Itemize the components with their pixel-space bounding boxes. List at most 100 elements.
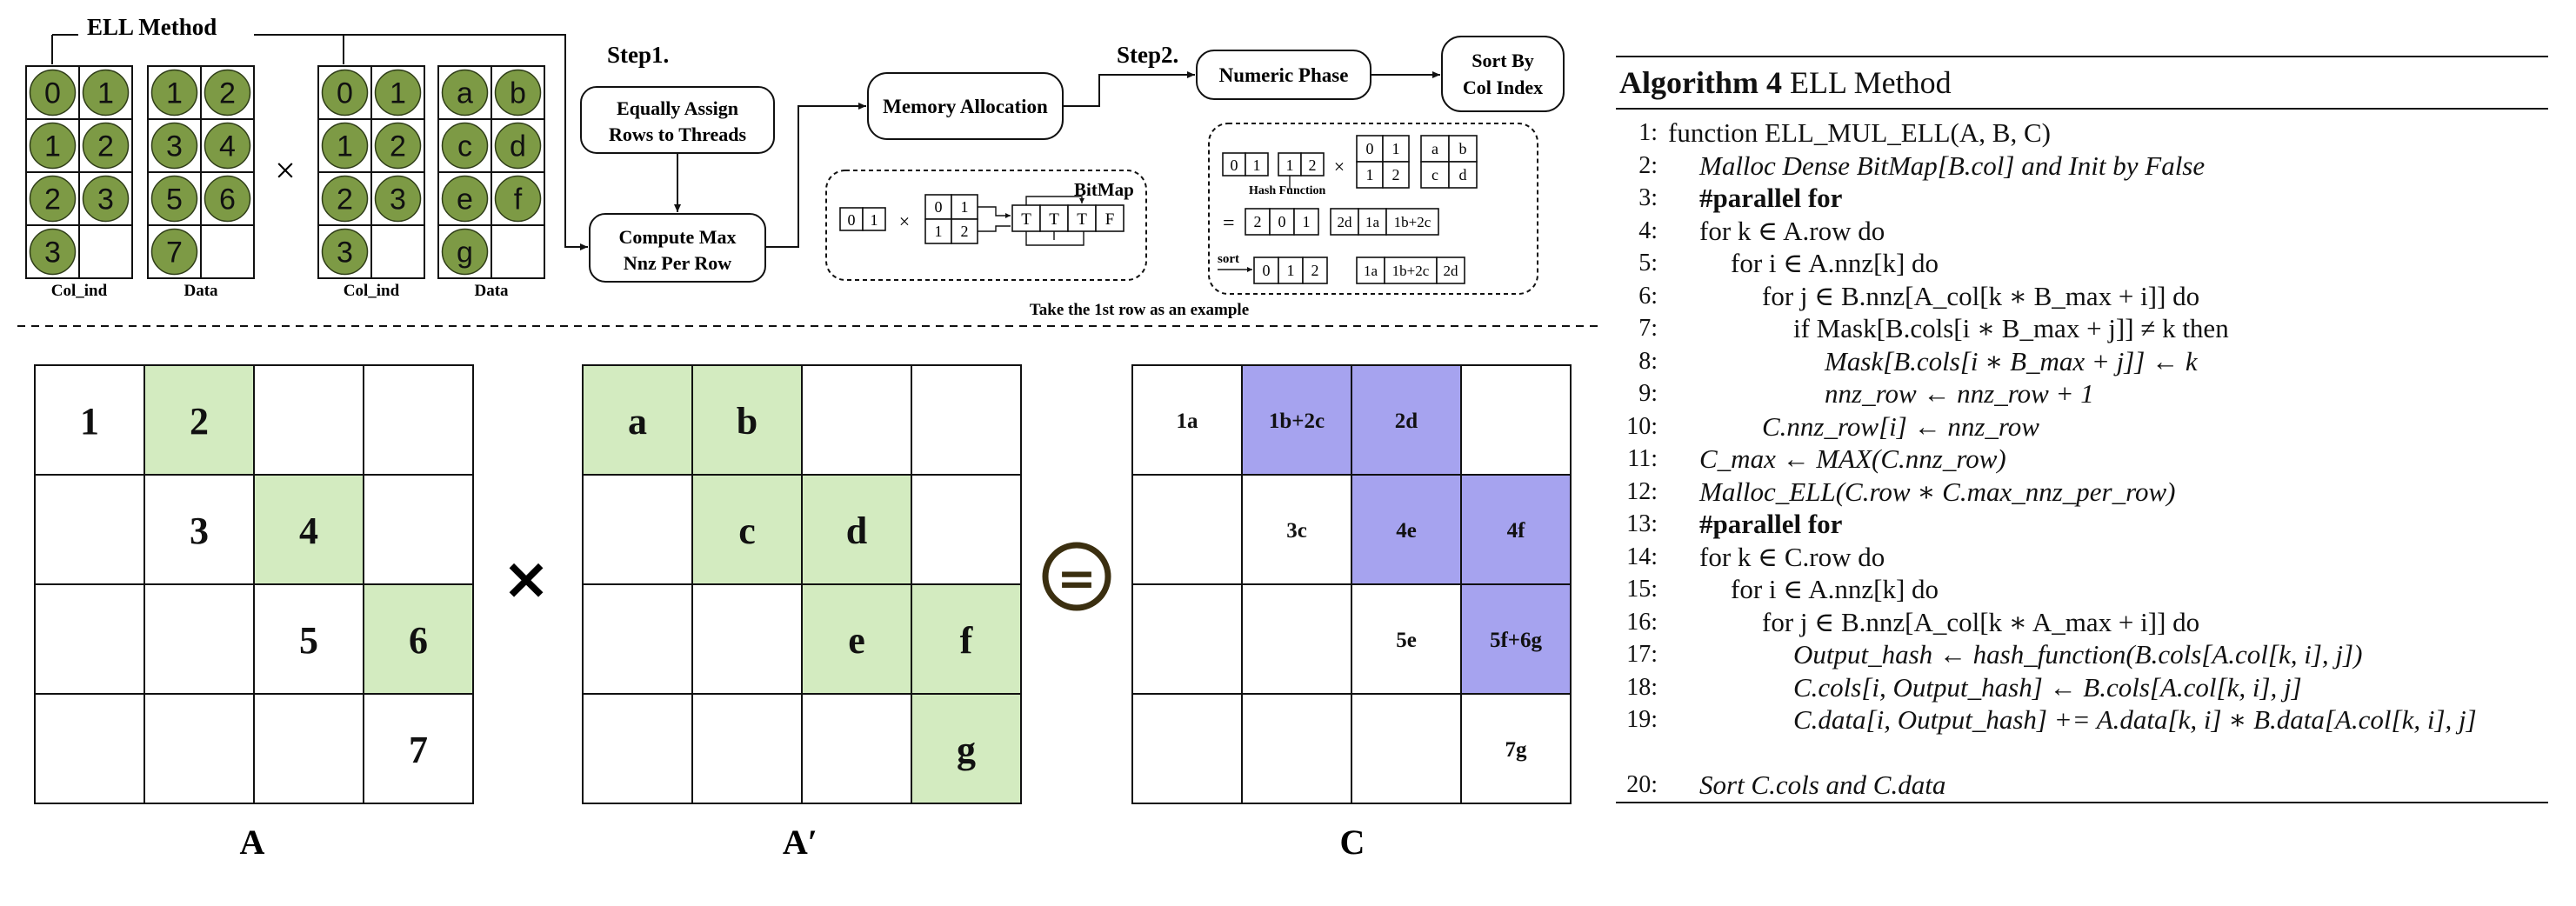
line-number: 19: (1626, 706, 1658, 733)
matrixC-value: 7g (1505, 738, 1528, 762)
matrixAp-value: a (628, 400, 647, 443)
ellA_data-value: 6 (219, 183, 236, 217)
matrixC-cell (1131, 364, 1243, 476)
matrixC-cell (1460, 693, 1572, 804)
matrixAp-value: b (737, 400, 757, 443)
algorithm-line: 3:#parallel for (1616, 182, 2548, 215)
hash-rt-11: 2 (1392, 166, 1400, 183)
line-code: Output_hash ← hash_function(B.cols[A.col… (1793, 639, 2363, 670)
matrixA-cell (253, 693, 364, 804)
line-number: 5: (1638, 250, 1658, 276)
ellA_data-value: 2 (219, 77, 236, 110)
line-code: C.data[i, Output_hash] += A.data[k, i] ∗… (1793, 704, 2477, 735)
ellA_data-value: 3 (166, 130, 183, 163)
line-number: 3: (1638, 184, 1658, 211)
matrixC-cell (1460, 474, 1572, 585)
ellA_colind-circle (82, 69, 130, 117)
matrixC-cell (1131, 474, 1243, 585)
ellB_colind-label: Col_ind (344, 282, 400, 300)
hash-left-0: 0 (1231, 157, 1238, 174)
matrixC-cell (1131, 583, 1243, 695)
algorithm-line: 7:if Mask[B.cols[i ∗ B_max + j]] ≠ k the… (1616, 312, 2548, 345)
algorithm-line: 2:Malloc Dense BitMap[B.col] and Init by… (1616, 150, 2548, 183)
matrixC-value: 3c (1286, 519, 1307, 543)
hash-dashed-frame (1208, 123, 1538, 295)
matrixC-cell (1131, 693, 1243, 804)
ellB_colind-circle (321, 228, 369, 276)
ellB_colind-value: 0 (337, 77, 353, 110)
hash-r3-val-2: 2d (1444, 263, 1459, 279)
line-number: 18: (1626, 673, 1658, 701)
hash-mid-0: 1 (1286, 157, 1294, 174)
ellB_data-value: e (457, 183, 473, 217)
bitmap-left-0: 0 (848, 211, 856, 229)
ellB_colind-value: 3 (390, 183, 406, 217)
ellA_colind-circle (82, 175, 130, 223)
matrixC-cell (1351, 364, 1462, 476)
matrixAp-cell (911, 583, 1022, 695)
ellB_data-circle (494, 122, 542, 170)
line-number: 4: (1638, 217, 1658, 244)
matrixAp-value: c (738, 510, 756, 552)
ellB_data-circle (494, 69, 542, 117)
matrixA-value: 5 (299, 619, 318, 662)
matrixC-cell (1351, 693, 1462, 804)
line-number: 9: (1638, 380, 1658, 407)
matrixA-cell (34, 474, 145, 585)
ell-method-title: ELL Method (87, 14, 217, 40)
line-code: C_max ← MAX(C.nnz_row) (1699, 443, 2006, 474)
memory-allocation-label: Memory Allocation (883, 96, 1048, 117)
ellA_colind-value: 2 (97, 130, 114, 163)
ellA_colind-value: 0 (44, 77, 61, 110)
bitmap-mid-11: 2 (961, 223, 969, 240)
sort-box-line2: Col Index (1463, 77, 1543, 98)
ellB_data-value: d (510, 130, 526, 163)
ellA_data-cell (200, 224, 255, 279)
ellA_data-value: 7 (166, 236, 183, 270)
matrixC-cell (1460, 583, 1572, 695)
ellA_data-label: Data (184, 282, 218, 300)
hash-r3-val-1: 1b+2c (1392, 263, 1430, 279)
bitmap-mid-10: 1 (935, 223, 943, 240)
hash-r2-col-2: 1 (1303, 213, 1311, 230)
matrixC-value: 2d (1395, 410, 1418, 433)
ellB_colind-value: 3 (337, 236, 353, 270)
hash-data-10: c (1431, 166, 1438, 183)
matrixAp-cell (691, 693, 803, 804)
matrixA-value: 1 (80, 400, 99, 443)
equals-circle-sign: = (1057, 551, 1096, 606)
bitmap-bit-3: F (1105, 210, 1115, 229)
ellB_data-value: a (457, 77, 473, 110)
matrixC-cell (1351, 474, 1462, 585)
line-code: C.cols[i, Output_hash] ← B.cols[A.col[k,… (1793, 671, 2302, 703)
hash-r3-col-1: 1 (1287, 262, 1295, 279)
matrixA-cell (363, 583, 474, 695)
matrixAp-value: g (957, 729, 976, 771)
ellA_colind-value: 2 (44, 183, 61, 217)
matrixA-cell (143, 474, 255, 585)
matrixC-value: 1b+2c (1269, 410, 1325, 433)
line-number: 10: (1626, 412, 1658, 440)
bitmap-dashed-frame (825, 170, 1147, 281)
matrixAp-value: f (960, 619, 974, 662)
ellA_data-value: 1 (166, 77, 183, 110)
matrixAp-cell (582, 364, 693, 476)
line-code: Malloc_ELL(C.row ∗ C.max_nnz_per_row) (1699, 476, 2176, 507)
sort-label: sort (1218, 252, 1239, 266)
matrixAp-cell (911, 474, 1022, 585)
algorithm-top-rule (1616, 56, 2548, 57)
algorithm-line: 5:for i ∈ A.nnz[k] do (1616, 247, 2548, 280)
matrixA-cell (143, 693, 255, 804)
ellB_data-circle (441, 228, 489, 276)
step1-label: Step1. (607, 42, 669, 68)
matrixA-value: 2 (190, 400, 209, 443)
line-number: 17: (1626, 641, 1658, 668)
algorithm-header: Algorithm 4 ELL Method (1616, 57, 2548, 108)
hash-r3-col-0: 0 (1263, 262, 1271, 279)
ellA_data-value: 4 (219, 130, 236, 163)
pipeline-flow: Step1. Equally Assign Rows to Threads Co… (51, 34, 1565, 283)
ell-multiply-sign: × (275, 151, 296, 191)
ellA_colind-value: 1 (97, 77, 114, 110)
hash-times-sign: × (1334, 156, 1345, 177)
